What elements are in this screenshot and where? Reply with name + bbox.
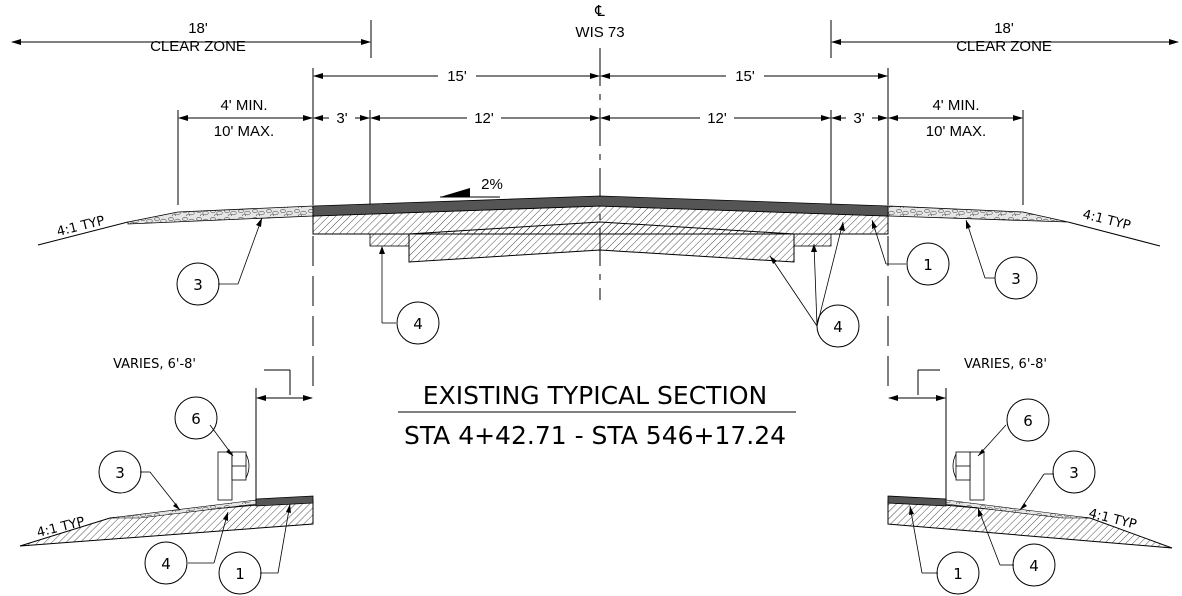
callout-3-detail-left: 3	[115, 464, 125, 482]
callout-1-right-circle	[906, 242, 950, 286]
callout-3-detail-right-circle	[1052, 450, 1096, 494]
callout-1-detail-left: 1	[235, 565, 245, 583]
shoulder-right: 3'	[853, 110, 864, 127]
callout-4-detail-right-circle	[1012, 543, 1056, 587]
centerline-symbol: ℄	[594, 3, 605, 20]
shoulder-left: 3'	[336, 110, 347, 127]
main-cross-section	[37, 188, 1161, 395]
callout-4-detail-right: 4	[1029, 557, 1039, 575]
min-width-right: 4' MIN.	[932, 97, 979, 114]
right-guardrail-detail	[887, 369, 1173, 574]
callout-3-detail-left-circle	[98, 450, 142, 494]
clear-zone-dimension-right	[830, 20, 1179, 58]
callout-3-left: 3	[193, 276, 203, 294]
clear-zone-right-label: CLEAR ZONE	[956, 38, 1052, 55]
callout-3-right: 3	[1011, 270, 1021, 288]
half-width-right: 15'	[735, 68, 755, 85]
varies-right: VARIES, 6'-8'	[964, 357, 1047, 372]
callout-6-detail-right-circle	[1006, 398, 1050, 442]
cross-slope-label: 2%	[481, 176, 503, 193]
lane-right: 12'	[707, 110, 727, 127]
station-range: STA 4+42.71 - STA 546+17.24	[404, 421, 786, 450]
callout-3-right-circle	[994, 256, 1038, 300]
min-width-left: 4' MIN.	[220, 97, 267, 114]
clear-zone-left-label: CLEAR ZONE	[150, 38, 246, 55]
clear-zone-right-value: 18'	[994, 20, 1014, 37]
max-width-left: 10' MAX.	[214, 123, 274, 140]
varies-left: VARIES, 6'-8'	[113, 357, 196, 372]
callout-4-left: 4	[413, 315, 423, 333]
callout-6-detail-left: 6	[191, 410, 201, 428]
left-guardrail-detail	[19, 369, 314, 574]
main-callout-leaders	[218, 217, 995, 327]
centerline-label: WIS 73	[575, 24, 624, 41]
callout-4-left-circle	[396, 301, 440, 345]
clear-zone-left-value: 18'	[188, 20, 208, 37]
slope-left-main: 4:1 TYP	[55, 213, 106, 239]
callout-1-right: 1	[923, 256, 933, 274]
max-width-right: 10' MAX.	[926, 123, 986, 140]
slope-right-main: 4:1 TYP	[1081, 207, 1132, 233]
callout-3-detail-right: 3	[1069, 464, 1079, 482]
callout-4-right-circle	[816, 304, 860, 348]
section-title: EXISTING TYPICAL SECTION	[423, 381, 767, 410]
callout-6-detail-left-circle	[174, 396, 218, 440]
callout-4-detail-left: 4	[161, 555, 171, 573]
callout-4-right: 4	[833, 318, 843, 336]
half-width-left: 15'	[447, 68, 467, 85]
lane-shoulder-dimension	[177, 110, 1024, 205]
callout-1-detail-left-circle	[218, 551, 262, 595]
clear-zone-dimension-left	[11, 20, 372, 58]
lane-left: 12'	[474, 110, 494, 127]
callout-1-detail-right: 1	[953, 565, 963, 583]
half-width-dimension	[312, 68, 889, 205]
callout-4-detail-left-circle	[144, 541, 188, 585]
callout-1-detail-right-circle	[936, 551, 980, 595]
callout-3-left-circle	[176, 262, 220, 306]
callout-6-detail-right: 6	[1023, 412, 1033, 430]
